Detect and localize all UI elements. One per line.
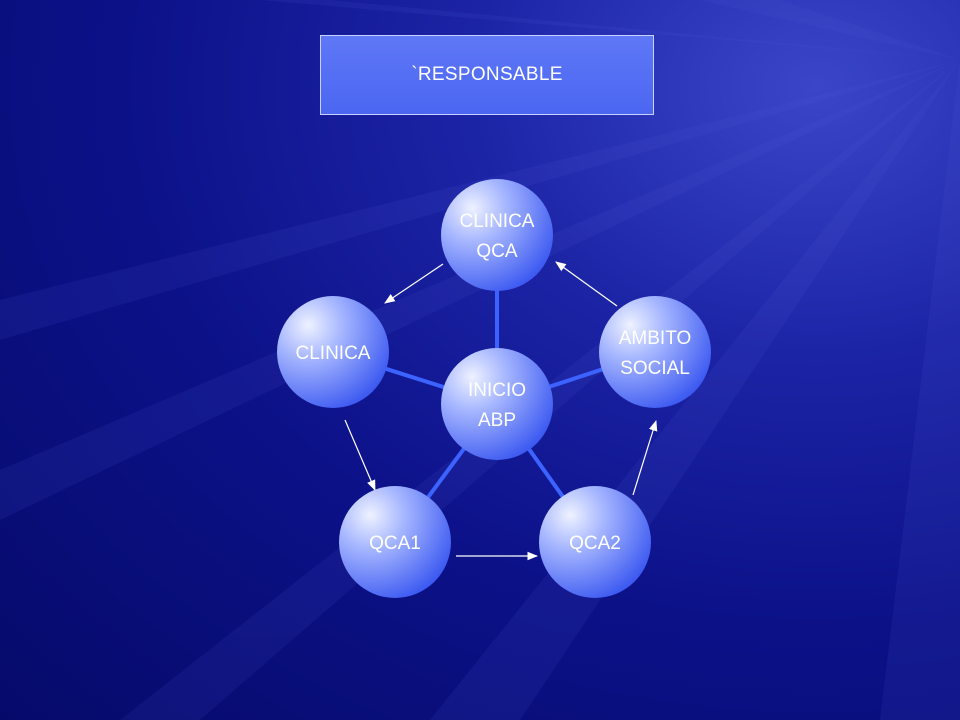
arrow-ambito-social-to-clinica-qca bbox=[555, 261, 618, 307]
node-clinica-qca: CLINICA QCA bbox=[441, 179, 553, 291]
node-label-center: ABP bbox=[478, 410, 516, 431]
node-circle-ambito-social bbox=[599, 296, 711, 408]
arrow-clinica-qca-to-clinica bbox=[384, 263, 444, 304]
node-circle-clinica bbox=[277, 296, 389, 408]
node-circle-clinica-qca bbox=[441, 179, 553, 291]
node-label-clinica-qca: QCA bbox=[476, 241, 518, 262]
node-circle-qca1 bbox=[339, 486, 451, 598]
node-label-center: INICIO bbox=[468, 380, 526, 401]
node-label-clinica: CLINICA bbox=[296, 343, 371, 364]
node-label-ambito-social: AMBITO bbox=[619, 328, 692, 349]
node-label-clinica-qca: CLINICA bbox=[460, 211, 535, 232]
arrow-qca2-to-ambito-social bbox=[632, 419, 658, 496]
node-center: INICIO ABP bbox=[441, 348, 553, 460]
node-clinica: CLINICA bbox=[277, 296, 389, 408]
node-qca2: QCA2 bbox=[539, 486, 651, 598]
node-ambito-social: AMBITO SOCIAL bbox=[599, 296, 711, 408]
node-label-ambito-social: SOCIAL bbox=[620, 358, 690, 379]
node-label-qca1: QCA1 bbox=[369, 533, 421, 554]
node-circle-qca2 bbox=[539, 486, 651, 598]
node-circle-center bbox=[441, 348, 553, 460]
node-label-qca2: QCA2 bbox=[569, 533, 621, 554]
title-box: `RESPONSABLE bbox=[320, 35, 654, 115]
arrow-clinica-to-qca1 bbox=[344, 419, 376, 491]
node-qca1: QCA1 bbox=[339, 486, 451, 598]
cycle-arrows bbox=[344, 261, 658, 561]
title-text: `RESPONSABLE bbox=[411, 64, 563, 85]
